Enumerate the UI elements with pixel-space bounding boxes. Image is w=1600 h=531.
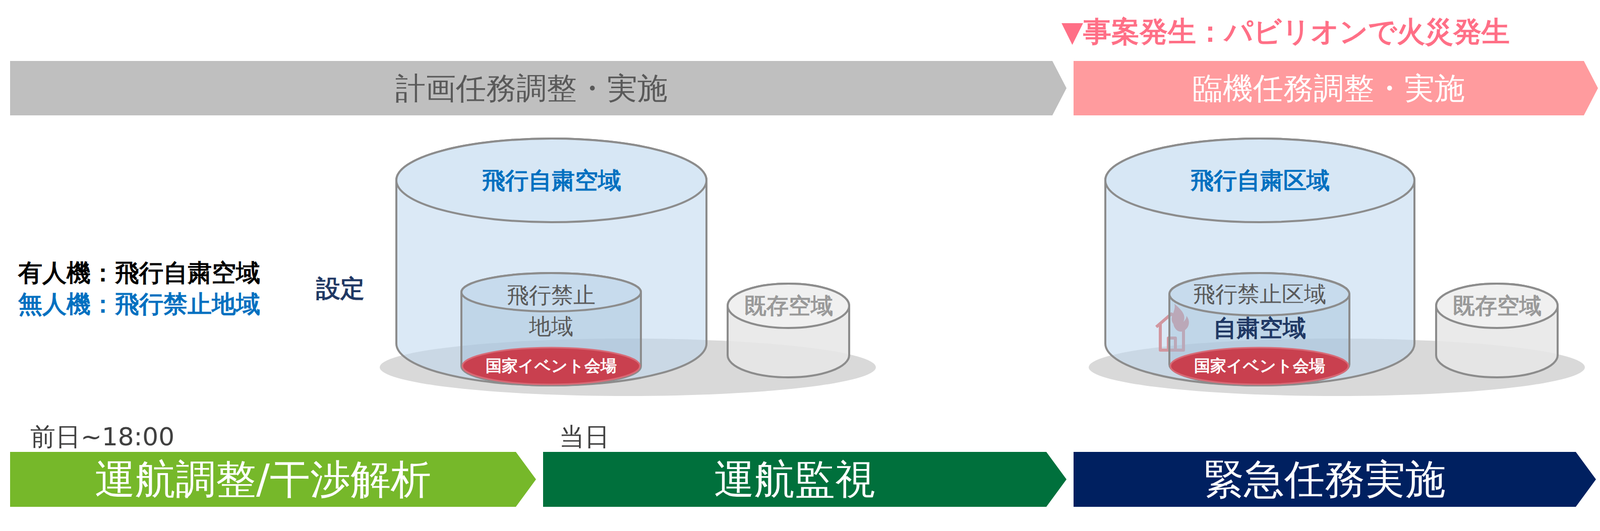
node-text: 既存空域 [1439,290,1556,322]
band-fill [1073,452,1596,508]
cylinder-top [1169,273,1350,316]
cylinder-body [1105,138,1415,386]
cylinder-body [1169,273,1350,386]
note-label: 無人機：飛行禁止地域 [18,288,261,320]
node-text: 緊急任務実施 [1073,452,1576,508]
airspace-cylinder: 飛行禁止区域自粛空域国家イベント会場 [1169,273,1350,386]
airspace-cylinder: 飛行禁止 地域国家イベント会場 [461,273,641,386]
venue-ellipse: 国家イベント会場 [1169,346,1350,386]
band-fill [10,452,537,508]
node-text: 運航調整/干渉解析 [10,452,516,508]
note-label: 当日 [559,421,610,454]
cylinder-body [396,138,707,386]
cylinder-body [727,283,850,378]
band-fill [10,61,1067,116]
airspace-cylinder: 既存空域 [1436,283,1558,378]
arrow-band: 緊急任務実施 [1073,452,1596,508]
node-text: 飛行禁止区域 [1178,278,1341,311]
airspace-cylinder: 飛行自粛空域飛行禁止 地域国家イベント会場 [396,138,707,386]
cylinder-body [461,273,641,386]
arrow-band: 計画任務調整・実施 [10,61,1067,116]
band-fill [1073,61,1598,116]
node-text: 飛行自粛空域 [425,164,678,197]
node-text: 国家イベント会場 [1176,346,1343,386]
node-text: 飛行禁止 地域 [495,279,607,343]
node-text: 飛行自粛区域 [1134,164,1387,197]
node-text: 運航監視 [543,452,1047,508]
node-text: 国家イベント会場 [467,346,635,386]
arrow-band: 運航調整/干渉解析 [10,452,537,508]
cylinder-top [1105,138,1415,223]
node-text: 計画任務調整・実施 [10,61,1053,116]
node-text: 自粛空域 [1183,312,1336,344]
airspace-cylinder: 既存空域 [727,283,850,378]
node-text: 既存空域 [730,290,847,322]
note-label: ▼事案発生：パビリオンで火災発生 [1061,13,1510,50]
cylinder-top [1436,283,1558,329]
airspace-cylinder: 飛行自粛区域飛行禁止区域自粛空域国家イベント会場 [1105,138,1415,386]
note-label: 有人機：飛行自粛空域 [18,257,261,289]
arrow-band: 臨機任務調整・実施 [1073,61,1598,116]
note-label: 前日~18:00 [30,421,175,454]
venue-ellipse: 国家イベント会場 [461,346,641,386]
node-text: 臨機任務調整・実施 [1073,61,1584,116]
band-fill [543,452,1067,508]
cylinder-top [396,138,707,223]
cylinder-body [1436,283,1558,378]
cylinder-top [727,283,850,329]
note-label: 設定 [316,272,365,305]
arrow-band: 運航監視 [543,452,1067,508]
